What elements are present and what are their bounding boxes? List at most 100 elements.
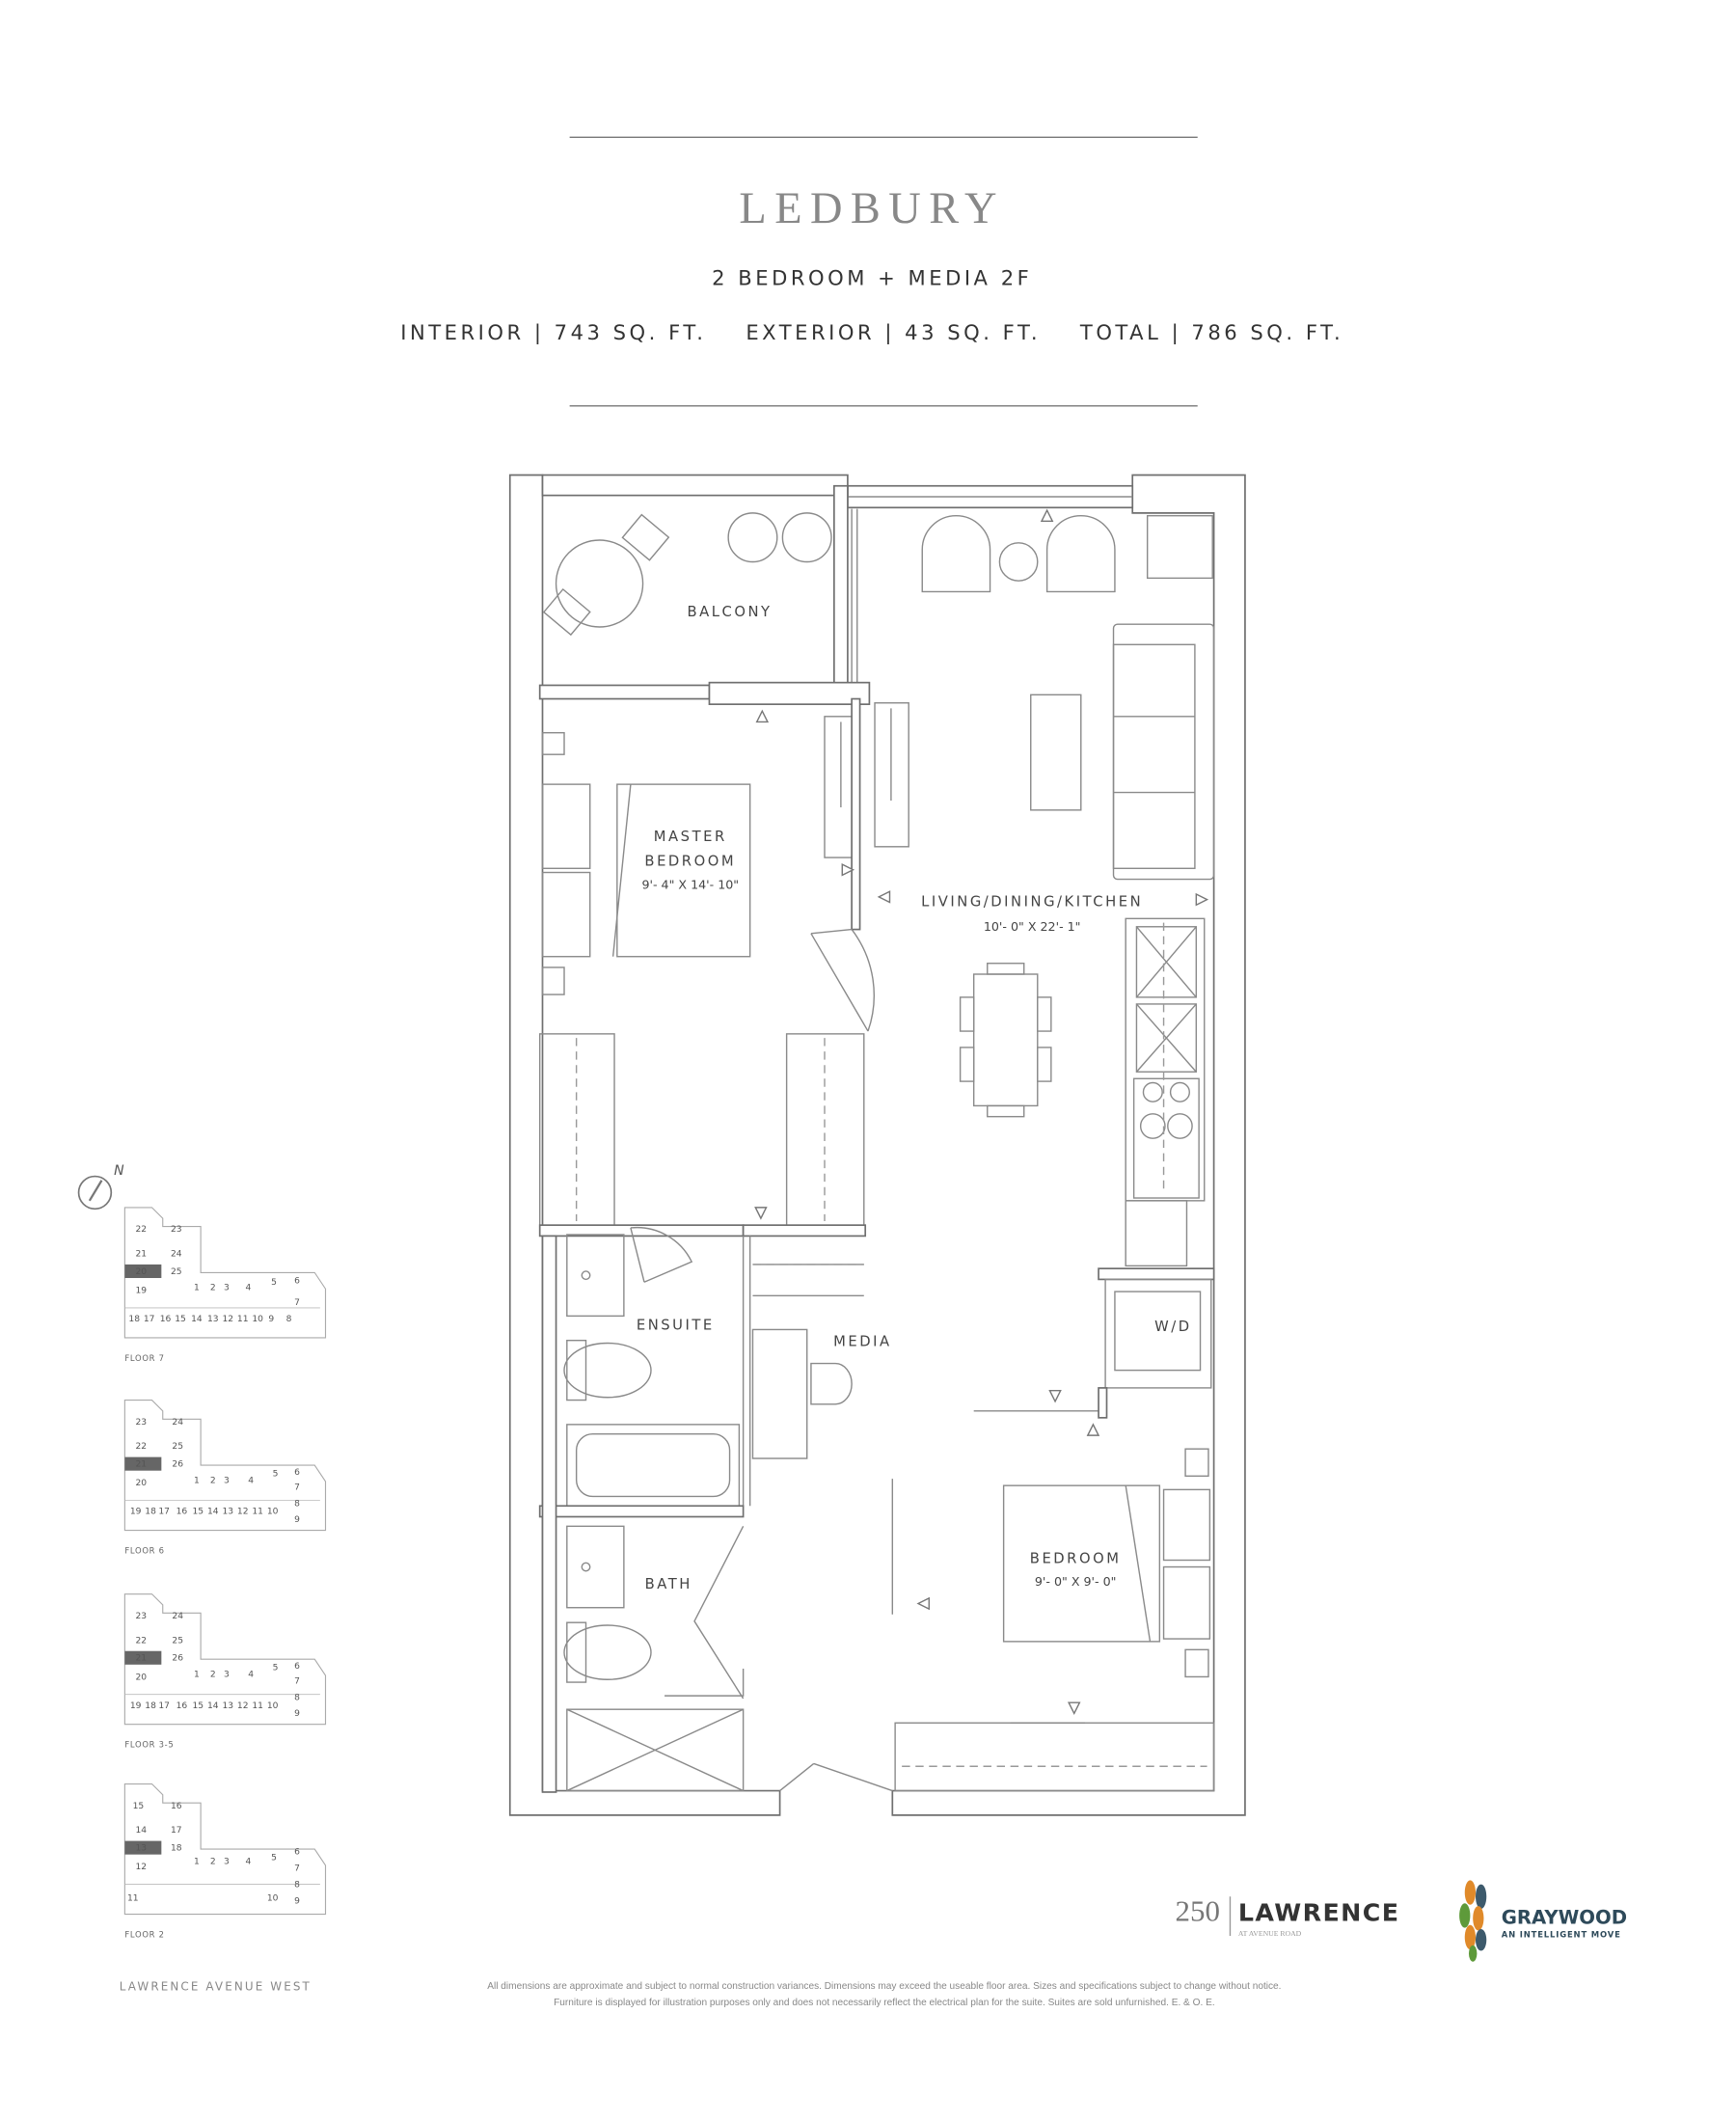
- key-plan-unit-label: 4: [248, 1476, 254, 1485]
- key-plan-unit-label: 23: [135, 1418, 147, 1428]
- key-plan-unit-label: 23: [171, 1225, 182, 1235]
- dining-table: [972, 973, 1039, 1107]
- room-label-master-2: BEDROOM: [644, 854, 736, 870]
- bedroom-closet: [894, 1722, 1215, 1792]
- key-plan-unit-label: 3: [224, 1670, 230, 1679]
- key-plan-unit-label: 8: [294, 1880, 300, 1890]
- key-plan-unit-label: 18: [171, 1843, 182, 1853]
- key-plan-unit-label: 7: [294, 1864, 300, 1874]
- key-plan-floor-label: FLOOR 7: [124, 1353, 164, 1363]
- key-plan-unit-label: 24: [172, 1418, 183, 1428]
- room-dim-bedroom: 9'- 0" X 9'- 0": [1035, 1574, 1117, 1589]
- desk-chair: [810, 1362, 853, 1405]
- room-label-bedroom: BEDROOM: [1030, 1550, 1122, 1566]
- balcony-rail: [541, 474, 849, 497]
- key-plan-unit-label: 25: [172, 1636, 183, 1646]
- key-plan-floor-label: FLOOR 3-5: [124, 1740, 174, 1750]
- graywood-logo: GRAYWOOD AN INTELLIGENT MOVE: [1459, 1880, 1627, 1962]
- key-plan-unit-label: 9: [294, 1515, 300, 1525]
- key-plan-unit-label: 15: [175, 1315, 186, 1324]
- cooktop: [1132, 1077, 1200, 1199]
- key-plan-unit-label: 24: [171, 1250, 182, 1260]
- sofa: [1112, 623, 1215, 881]
- key-plan-unit-label: 2: [210, 1284, 216, 1293]
- key-plan-unit-label: 10: [252, 1315, 263, 1324]
- coffee-table: [1030, 694, 1082, 811]
- key-plan-unit-label: 17: [158, 1508, 170, 1517]
- key-plan-unit-label: 1: [194, 1284, 200, 1293]
- key-plan-unit-label: 13: [135, 1843, 147, 1853]
- key-plan-unit-label: 13: [207, 1315, 219, 1324]
- key-plan-outline: [123, 1399, 327, 1532]
- closet: [538, 1033, 615, 1229]
- key-plan-unit-label: 19: [130, 1508, 142, 1517]
- side-table: [998, 542, 1039, 582]
- key-plan-unit-label: 21: [135, 1250, 147, 1260]
- key-plan-unit-label: 11: [127, 1893, 139, 1903]
- room-label-media: MEDIA: [833, 1333, 892, 1349]
- balcony-door: [708, 681, 871, 705]
- key-plan-unit-label: 5: [271, 1278, 277, 1288]
- key-plan-unit-label: 17: [158, 1701, 170, 1711]
- key-plan-unit-label: 3: [224, 1284, 230, 1293]
- key-plan-unit-label: 18: [145, 1701, 156, 1711]
- key-plan-unit-label: 15: [193, 1701, 204, 1711]
- key-plan-unit-label: 22: [135, 1442, 147, 1452]
- key-plan-unit-label: 19: [135, 1286, 147, 1295]
- logo-tagline: AT AVENUE ROAD: [1238, 1929, 1302, 1938]
- washer-dryer: [1104, 1278, 1212, 1389]
- dresser: [541, 783, 591, 870]
- key-plan-unit-label: 16: [160, 1315, 172, 1324]
- view-arrows: [754, 508, 1209, 1715]
- partition-wall: [851, 697, 861, 931]
- bedroom-bed: [1002, 1484, 1161, 1643]
- key-plan-unit-label: 25: [172, 1442, 183, 1452]
- logo-number: 250: [1176, 1894, 1220, 1928]
- disclaimer-line-2: Furniture is displayed for illustration …: [554, 1998, 1215, 2008]
- key-plan-unit-label: 7: [294, 1483, 300, 1492]
- key-plan-unit-label: 2: [210, 1476, 216, 1485]
- key-plan-unit-label: 20: [135, 1673, 147, 1682]
- key-plan-unit-label: 4: [245, 1858, 251, 1867]
- key-plan-unit-label: 8: [294, 1499, 300, 1509]
- key-plan-unit-label: 10: [267, 1893, 279, 1903]
- cabinet: [1146, 514, 1213, 580]
- compass-icon: [77, 1175, 113, 1211]
- key-plan-unit-label: 6: [294, 1662, 300, 1672]
- fridge: [1125, 1200, 1188, 1267]
- key-plan-unit-label: 16: [176, 1701, 188, 1711]
- plant-icon: [727, 512, 778, 563]
- key-plan-unit-label: 14: [207, 1701, 219, 1711]
- room-label-balcony: BALCONY: [688, 604, 773, 620]
- room-dim-master: 9'- 4" X 14'- 10": [641, 877, 739, 891]
- key-plan-unit-label: 17: [171, 1826, 182, 1836]
- nightstand: [1162, 1565, 1211, 1640]
- balcony-side-wall: [833, 484, 849, 691]
- key-plan-unit-label: 3: [224, 1858, 230, 1867]
- key-plan-unit-label: 3: [224, 1476, 230, 1485]
- dresser: [541, 871, 591, 958]
- key-plan-unit-label: 1: [194, 1670, 200, 1679]
- bath-sink: [566, 1525, 625, 1609]
- media-desk: [751, 1328, 808, 1459]
- key-plan-unit-label: 26: [172, 1459, 183, 1469]
- key-plan-unit-label: 11: [237, 1315, 249, 1324]
- highlighted-unit: [124, 1650, 162, 1665]
- developer-tagline: AN INTELLIGENT MOVE: [1502, 1929, 1621, 1939]
- balcony-table: [555, 539, 644, 628]
- room-dim-living: 10'- 0" X 22'- 1": [984, 919, 1081, 934]
- key-plan-unit-label: 18: [128, 1315, 140, 1324]
- room-label-bath: BATH: [645, 1576, 692, 1592]
- key-plan-unit-label: 13: [222, 1508, 233, 1517]
- key-plan-unit-label: 20: [135, 1479, 147, 1488]
- leaf-icon: [1459, 1880, 1487, 1962]
- key-plan-unit-label: 11: [252, 1508, 263, 1517]
- key-plan-unit-label: 9: [268, 1315, 274, 1324]
- room-label-master-1: MASTER: [654, 829, 727, 845]
- key-plan-unit-label: 4: [248, 1670, 254, 1679]
- key-plan-unit-label: 20: [135, 1267, 147, 1277]
